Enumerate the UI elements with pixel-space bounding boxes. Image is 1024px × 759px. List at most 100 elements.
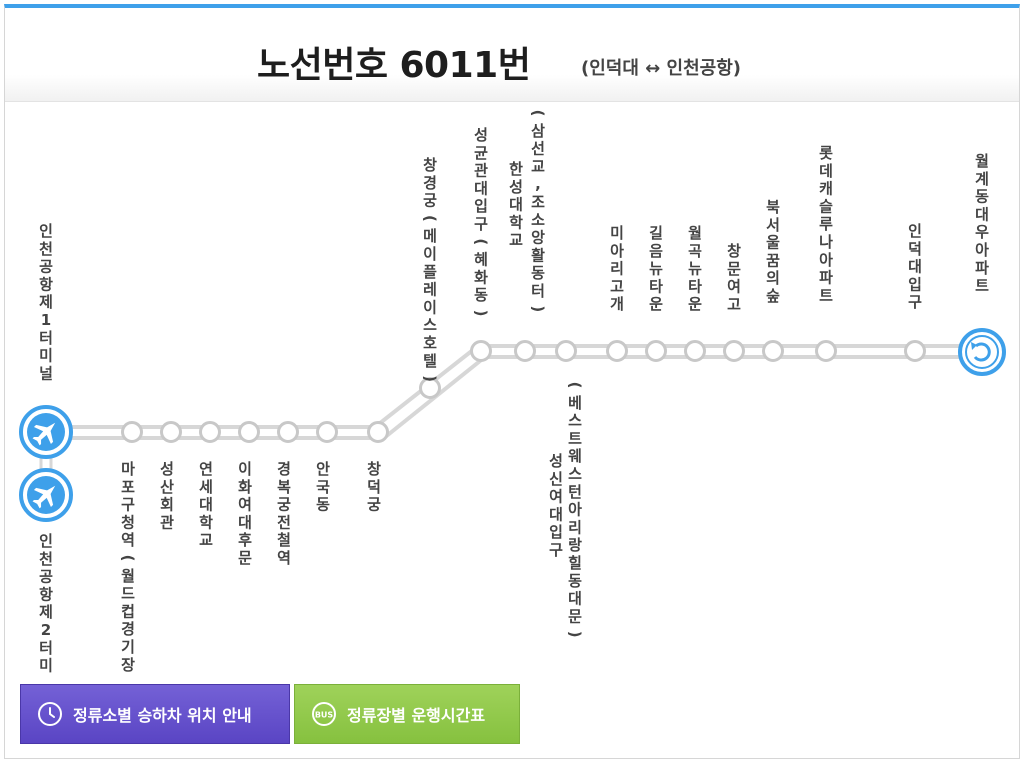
svg-text:동: 동 bbox=[568, 572, 582, 590]
stop-marker-미아리고개[interactable] bbox=[606, 340, 628, 362]
svg-text:항: 항 bbox=[39, 275, 53, 293]
svg-text:,: , bbox=[535, 175, 541, 193]
svg-text:청: 청 bbox=[121, 513, 135, 531]
svg-text:인: 인 bbox=[908, 222, 922, 240]
svg-text:대: 대 bbox=[474, 179, 488, 197]
svg-text:천: 천 bbox=[39, 550, 53, 568]
svg-text:전: 전 bbox=[277, 513, 291, 531]
airport-icon-terminal-2[interactable] bbox=[19, 468, 73, 522]
stop-marker-인덕대입구[interactable] bbox=[904, 340, 926, 362]
svg-text:성: 성 bbox=[160, 460, 174, 478]
svg-text:(: ( bbox=[119, 555, 137, 562]
svg-text:화: 화 bbox=[238, 478, 252, 496]
svg-text:아: 아 bbox=[610, 242, 624, 260]
svg-text:덕: 덕 bbox=[367, 478, 381, 496]
svg-text:트: 트 bbox=[975, 277, 989, 295]
svg-text:궁: 궁 bbox=[367, 496, 381, 514]
stop-boarding-guide-button[interactable]: 정류소별 승하차 위치 안내 bbox=[20, 684, 290, 744]
labels-layer: 인천공항제1터미널마포구청역(월드컵경기장성산회관연세대학교이화여대후문경복궁전… bbox=[39, 110, 989, 675]
svg-text:): ) bbox=[566, 631, 584, 638]
svg-text:대: 대 bbox=[908, 258, 922, 276]
svg-text:캐: 캐 bbox=[819, 180, 833, 198]
svg-text:트: 트 bbox=[819, 286, 833, 304]
stop-marker-창덕궁[interactable] bbox=[367, 421, 389, 443]
stop-marker-창경궁(메이플레이스호텔)[interactable] bbox=[419, 377, 441, 399]
stop-marker-연세대학교[interactable] bbox=[199, 421, 221, 443]
stop-marker-북서울꿈의숲[interactable] bbox=[762, 340, 784, 362]
svg-text:터: 터 bbox=[39, 329, 53, 347]
svg-text:궁: 궁 bbox=[277, 496, 291, 514]
stop-marker-성균관대입구(혜화동)[interactable] bbox=[470, 340, 492, 362]
svg-text:(: ( bbox=[421, 215, 439, 222]
stop-marker-안국동[interactable] bbox=[316, 421, 338, 443]
svg-text:월: 월 bbox=[121, 567, 135, 585]
stop-marker-길음뉴타운[interactable] bbox=[645, 340, 667, 362]
svg-text:): ) bbox=[529, 305, 547, 312]
stop-marker-롯데캐슬루나아파트[interactable] bbox=[815, 340, 837, 362]
svg-text:힐: 힐 bbox=[568, 554, 582, 572]
turnaround-terminal[interactable] bbox=[958, 328, 1006, 376]
svg-text:관: 관 bbox=[160, 513, 174, 531]
svg-text:길: 길 bbox=[649, 224, 663, 242]
svg-text:교: 교 bbox=[199, 531, 213, 549]
svg-text:이: 이 bbox=[238, 460, 252, 478]
svg-text:리: 리 bbox=[568, 518, 582, 536]
svg-text:개: 개 bbox=[610, 295, 624, 313]
svg-text:대: 대 bbox=[199, 496, 213, 514]
stop-marker-월곡뉴타운[interactable] bbox=[684, 340, 706, 362]
svg-text:터: 터 bbox=[39, 639, 53, 657]
airport-icon-terminal-1[interactable] bbox=[19, 405, 73, 459]
svg-text:선: 선 bbox=[531, 140, 545, 158]
svg-text:운: 운 bbox=[649, 295, 663, 313]
svg-text:랑: 랑 bbox=[568, 536, 582, 554]
svg-text:궁: 궁 bbox=[423, 192, 437, 210]
svg-text:혜: 혜 bbox=[474, 251, 488, 269]
svg-text:월: 월 bbox=[688, 224, 702, 242]
svg-text:창: 창 bbox=[727, 242, 741, 260]
svg-text:기: 기 bbox=[121, 638, 135, 656]
stop-timetable-button[interactable]: BUS 정류장별 운행시간표 bbox=[294, 684, 520, 744]
svg-text:인: 인 bbox=[39, 532, 53, 550]
svg-text:서: 서 bbox=[766, 216, 780, 234]
route-number-title: 노선번호 6011번 bbox=[257, 45, 531, 86]
stop-marker-이화여대후문[interactable] bbox=[238, 421, 260, 443]
svg-text:입: 입 bbox=[549, 523, 563, 541]
svg-text:월: 월 bbox=[975, 152, 989, 170]
svg-text:장: 장 bbox=[121, 656, 135, 674]
stop-marker-한성대학교[interactable] bbox=[514, 340, 536, 362]
airplane-icon bbox=[32, 422, 56, 446]
stop-marker-경복궁전철역[interactable] bbox=[277, 421, 299, 443]
svg-text:항: 항 bbox=[39, 585, 53, 603]
svg-text:플: 플 bbox=[423, 263, 437, 281]
svg-text:아: 아 bbox=[819, 251, 833, 269]
stop-marker-성신여대입구[interactable] bbox=[555, 340, 577, 362]
svg-text:입: 입 bbox=[908, 275, 922, 293]
svg-text:BUS: BUS bbox=[315, 711, 334, 720]
stop-marker-성산회관[interactable] bbox=[160, 421, 182, 443]
svg-text:한: 한 bbox=[509, 160, 523, 178]
svg-text:턴: 턴 bbox=[568, 483, 582, 501]
svg-text:음: 음 bbox=[649, 242, 663, 260]
stop-boarding-guide-label: 정류소별 승하차 위치 안내 bbox=[73, 706, 252, 725]
svg-text:포: 포 bbox=[121, 478, 135, 496]
svg-text:호: 호 bbox=[423, 334, 437, 352]
svg-text:컵: 컵 bbox=[121, 602, 135, 620]
svg-text:문: 문 bbox=[727, 260, 741, 278]
stop-timetable-label: 정류장별 운행시간표 bbox=[347, 706, 486, 725]
svg-text:슬: 슬 bbox=[819, 197, 833, 215]
svg-text:곡: 곡 bbox=[688, 242, 702, 260]
svg-text:대: 대 bbox=[238, 513, 252, 531]
stop-marker-창문여고[interactable] bbox=[723, 340, 745, 362]
svg-text:문: 문 bbox=[238, 549, 252, 567]
svg-text:숲: 숲 bbox=[766, 287, 780, 305]
stop-marker-마포구청역(월드컵경기장[interactable] bbox=[121, 421, 143, 443]
svg-text:구: 구 bbox=[474, 215, 488, 233]
svg-text:여: 여 bbox=[549, 488, 563, 506]
svg-text:레: 레 bbox=[423, 281, 437, 299]
